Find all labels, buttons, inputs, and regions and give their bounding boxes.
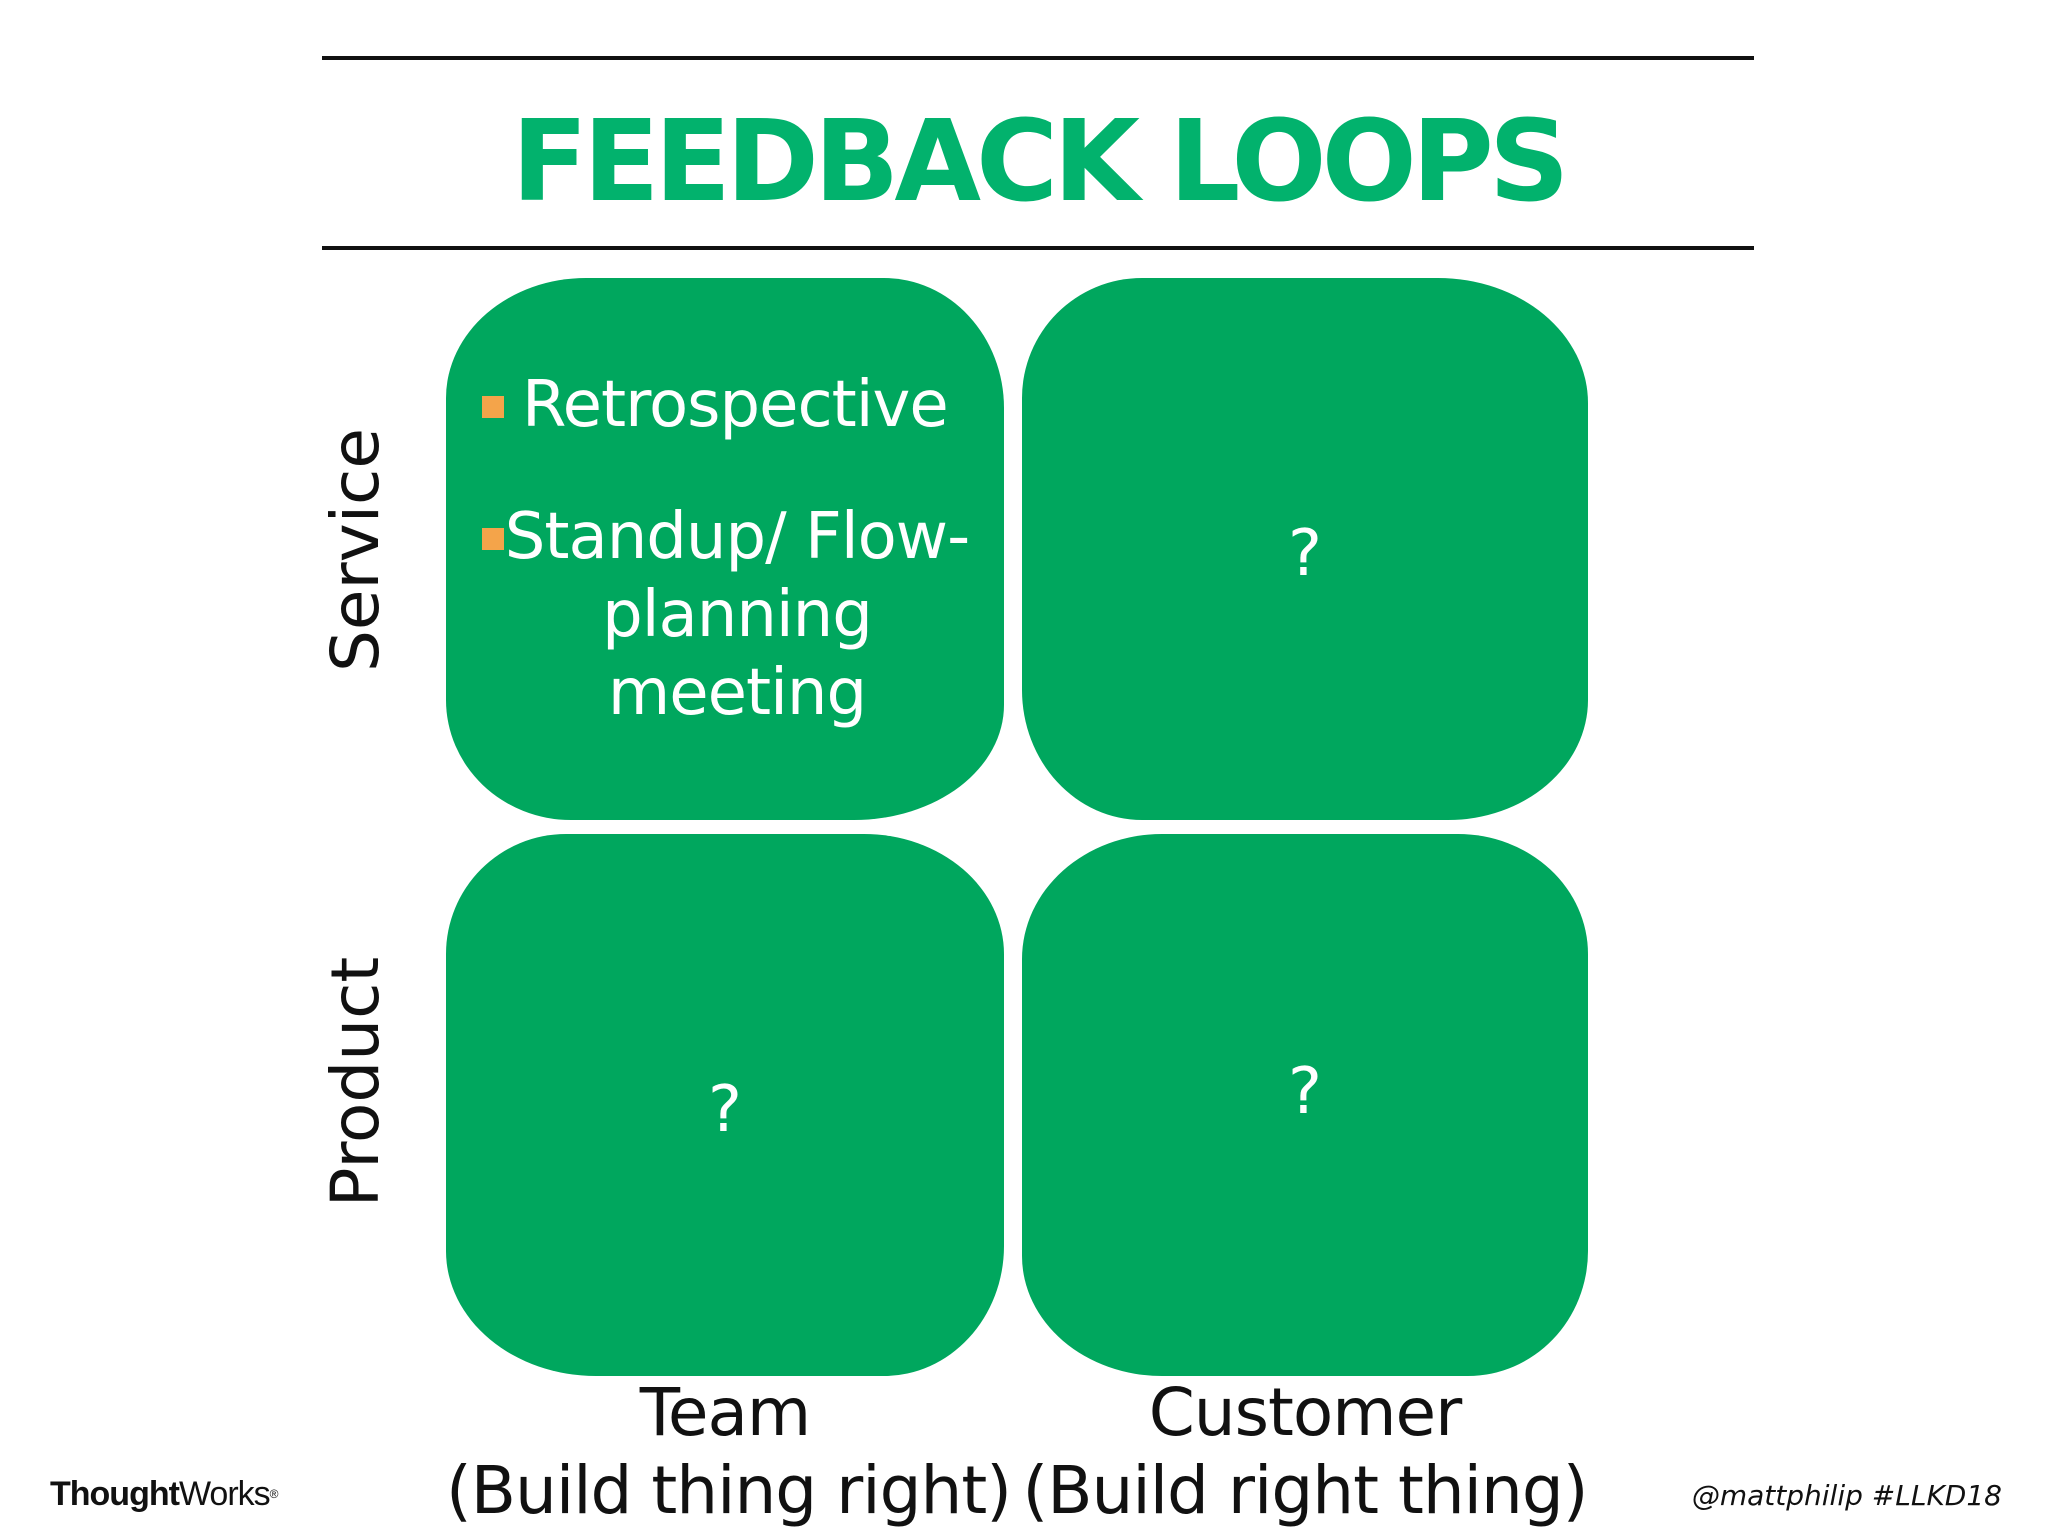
quadrant-team-product: ?	[446, 834, 1004, 1376]
thoughtworks-logo: ThoughtWorks®	[50, 1474, 278, 1514]
column-label-name: Team	[639, 1374, 811, 1451]
quadrant-customer-service: ?	[1022, 278, 1588, 820]
quadrant-customer-product: ?	[1022, 834, 1588, 1376]
author-handle: @mattphilip #LLKD18	[1691, 1479, 2002, 1512]
bullet-text: Retrospective	[522, 368, 949, 442]
title-bottom-rule	[322, 246, 1754, 250]
bullet-square-icon	[482, 528, 504, 550]
bullet-square-icon	[482, 396, 504, 418]
logo-registered-mark: ®	[269, 1487, 279, 1501]
quadrant-placeholder: ?	[1288, 1055, 1322, 1129]
column-label-subtitle: (Build thing right)	[446, 1452, 1012, 1529]
column-label-team: Team (Build thing right)	[446, 1374, 1012, 1530]
bullet-item: Retrospective	[482, 366, 984, 444]
quadrant-team-service: Retrospective Standup/ Flow-planning mee…	[446, 278, 1004, 820]
logo-bold-part: Thought	[50, 1475, 180, 1513]
row-label-service: Service	[317, 428, 394, 672]
row-label-product: Product	[317, 956, 394, 1208]
bullet-text: Standup/ Flow-planning meeting	[504, 500, 970, 730]
column-label-subtitle: (Build right thing)	[1022, 1452, 1589, 1529]
title-top-rule	[322, 56, 1754, 60]
quadrant-placeholder: ?	[708, 1073, 742, 1147]
quadrant-placeholder: ?	[1288, 517, 1322, 591]
logo-regular-part: Works	[178, 1475, 271, 1513]
slide-title: FEEDBACK LOOPS	[511, 97, 1569, 227]
bullet-item: Standup/ Flow-planning meeting	[482, 498, 984, 732]
column-label-customer: Customer (Build right thing)	[1012, 1374, 1598, 1530]
column-label-name: Customer	[1148, 1374, 1463, 1451]
